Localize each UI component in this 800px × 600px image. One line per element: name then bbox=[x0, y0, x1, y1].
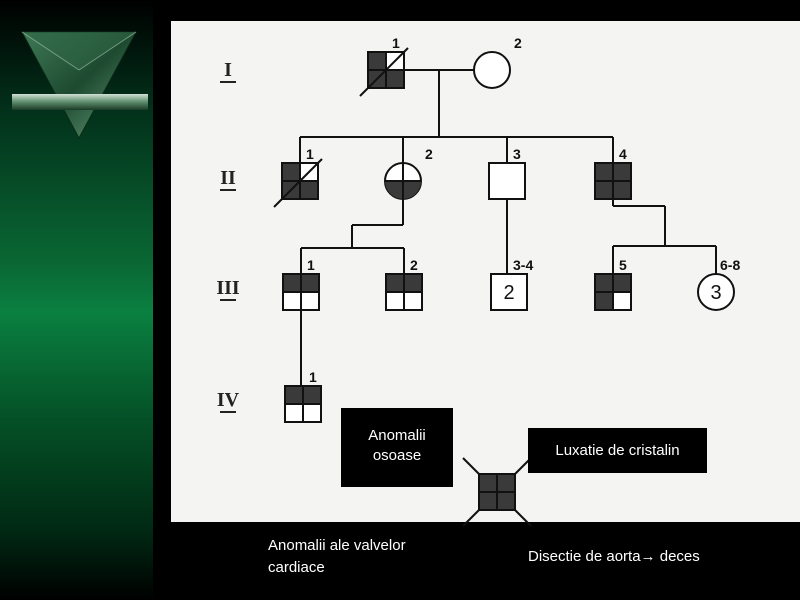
individual-number: 2 bbox=[410, 257, 418, 273]
legend-box-lens: Luxatie de cristalin bbox=[528, 428, 707, 473]
triangle-logo-icon bbox=[12, 31, 148, 140]
individual-II-1: 1 bbox=[273, 146, 323, 208]
individual-III-6-8: 3 6-8 bbox=[697, 257, 740, 311]
individual-number: 6-8 bbox=[720, 257, 740, 273]
individual-count: 3 bbox=[710, 282, 721, 304]
legend-valve-label: Anomalii ale valvelor cardiace bbox=[268, 537, 406, 576]
individual-III-1: 1 bbox=[282, 257, 320, 311]
individual-I-1: 1 bbox=[359, 35, 409, 97]
deceased-slash bbox=[359, 47, 409, 97]
individual-count: 2 bbox=[503, 282, 514, 304]
individual-IV-1: 1 bbox=[284, 369, 322, 423]
individual-number: 1 bbox=[307, 257, 315, 273]
legend-lens-label: Luxatie de cristalin bbox=[555, 442, 680, 459]
legend-box-bone: Anomalii osoase bbox=[341, 408, 453, 487]
legend-aorta-label: Disectie de aorta→ deces bbox=[528, 548, 700, 565]
individual-number: 3 bbox=[513, 146, 521, 162]
individual-II-2: 2 bbox=[384, 146, 433, 200]
legend-symbol-icon bbox=[462, 457, 532, 527]
individual-number: 2 bbox=[514, 35, 522, 51]
legend-caption-valve: Anomalii ale valvelor cardiace bbox=[268, 535, 468, 579]
individual-I-2: 2 bbox=[473, 35, 522, 89]
individual-number: 5 bbox=[619, 257, 627, 273]
individual-III-3-4: 2 3-4 bbox=[490, 257, 533, 311]
individual-number: 2 bbox=[425, 146, 433, 162]
green-sidebar bbox=[0, 0, 153, 600]
legend-caption-aorta: Disectie de aorta→ deces bbox=[528, 546, 788, 568]
individual-number: 1 bbox=[306, 146, 314, 162]
individual-III-2: 2 bbox=[385, 257, 423, 311]
generation-label-2: II bbox=[220, 167, 236, 189]
individual-number: 4 bbox=[619, 146, 627, 162]
individual-number: 1 bbox=[309, 369, 317, 385]
generation-label-4: IV bbox=[217, 389, 240, 411]
individual-III-5: 5 bbox=[594, 257, 632, 311]
individual-number: 3-4 bbox=[513, 257, 533, 273]
legend-bone-label: Anomalii osoase bbox=[368, 427, 426, 464]
individual-number: 1 bbox=[392, 35, 400, 51]
individual-II-3: 3 bbox=[488, 146, 526, 200]
individual-II-4: 4 bbox=[594, 146, 632, 200]
deceased-slash bbox=[273, 158, 323, 208]
generation-label-1: I bbox=[224, 59, 232, 81]
generation-label-3: III bbox=[216, 277, 240, 299]
